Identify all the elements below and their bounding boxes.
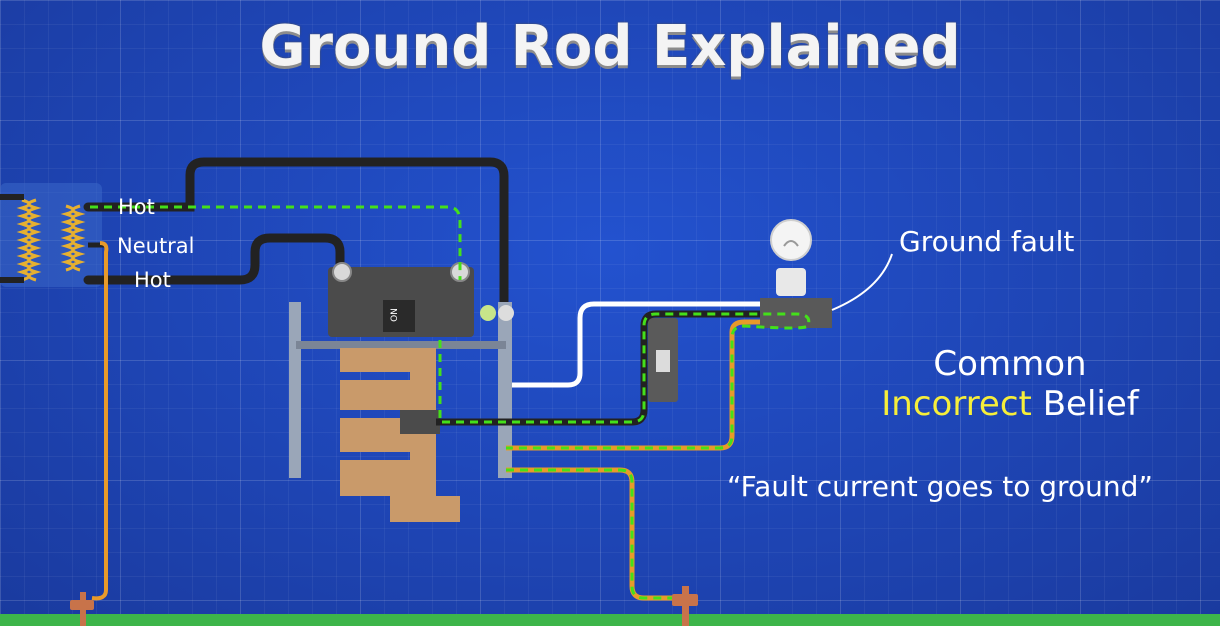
earth-ground-strip xyxy=(0,614,1220,626)
belief-highlight: Incorrect xyxy=(881,384,1032,424)
main-breaker-on-label: ON xyxy=(389,308,400,322)
belief-quote: “Fault current goes to ground” xyxy=(727,470,1153,503)
bar-terminal-2 xyxy=(498,305,514,321)
hot-wire-top xyxy=(83,157,509,317)
neutral-bar-left xyxy=(289,302,301,478)
ground-bar-right xyxy=(498,302,512,478)
hot-wire-bottom xyxy=(83,233,345,285)
transformer-secondary-coil xyxy=(60,204,86,272)
bar-link xyxy=(296,341,506,349)
label-hot-top: Hot xyxy=(118,195,155,219)
lamp-socket xyxy=(776,268,806,296)
belief-line-2: Incorrect Belief xyxy=(800,384,1220,424)
light-switch-toggle xyxy=(656,350,670,372)
primary-lead-wires xyxy=(0,194,24,283)
ground-rod-left xyxy=(70,592,94,626)
ground-rod-right xyxy=(672,586,698,626)
bulb-filament xyxy=(783,240,799,247)
busbar-lower xyxy=(390,496,460,522)
label-neutral: Neutral xyxy=(117,234,195,258)
switched-hot-wire xyxy=(436,310,818,426)
transformer-ground-wire xyxy=(91,241,109,601)
belief-callout: Common Incorrect Belief xyxy=(800,344,1220,424)
bar-terminal-1 xyxy=(480,305,496,321)
page-title: Ground Rod Explained xyxy=(259,14,961,79)
belief-rest: Belief xyxy=(1042,384,1139,424)
ground-wire-to-rod xyxy=(506,467,682,601)
branch-breaker xyxy=(400,410,440,434)
main-breaker-toggle xyxy=(383,300,415,332)
transformer-primary-coil xyxy=(16,198,42,282)
neutral-white-wire xyxy=(512,301,776,388)
label-hot-bottom: Hot xyxy=(134,268,171,292)
fault-pointer-line xyxy=(831,253,893,311)
belief-line-1: Common xyxy=(933,344,1087,384)
fault-current-path xyxy=(90,205,811,600)
terminal-left xyxy=(332,262,352,282)
copper-busbar xyxy=(340,348,436,520)
ground-fault-label: Ground fault xyxy=(899,225,1075,258)
